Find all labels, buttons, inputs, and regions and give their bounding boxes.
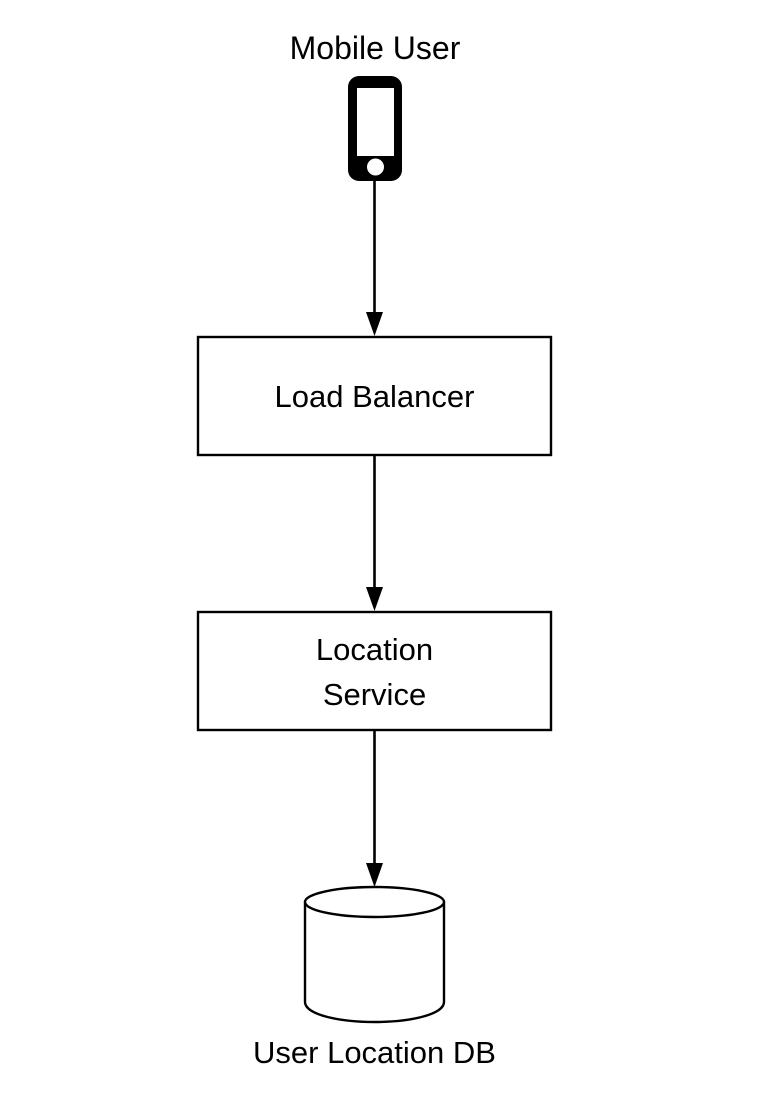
edge-lb-to-service — [366, 455, 383, 611]
user-location-db-node[interactable] — [303, 885, 446, 1024]
location-service-label-line2: Service — [323, 677, 426, 712]
user-location-db-label: User Location DB — [253, 1035, 496, 1070]
mobile-user-label: Mobile User — [290, 30, 461, 66]
location-service-node[interactable]: Location Service — [196, 610, 553, 732]
edge-user-to-lb — [366, 181, 383, 336]
location-service-label-line1: Location — [316, 632, 433, 667]
load-balancer-node[interactable]: Load Balancer — [196, 335, 553, 457]
mobile-phone-icon — [348, 76, 402, 181]
edge-service-to-db — [366, 730, 383, 887]
load-balancer-label: Load Balancer — [275, 379, 475, 414]
